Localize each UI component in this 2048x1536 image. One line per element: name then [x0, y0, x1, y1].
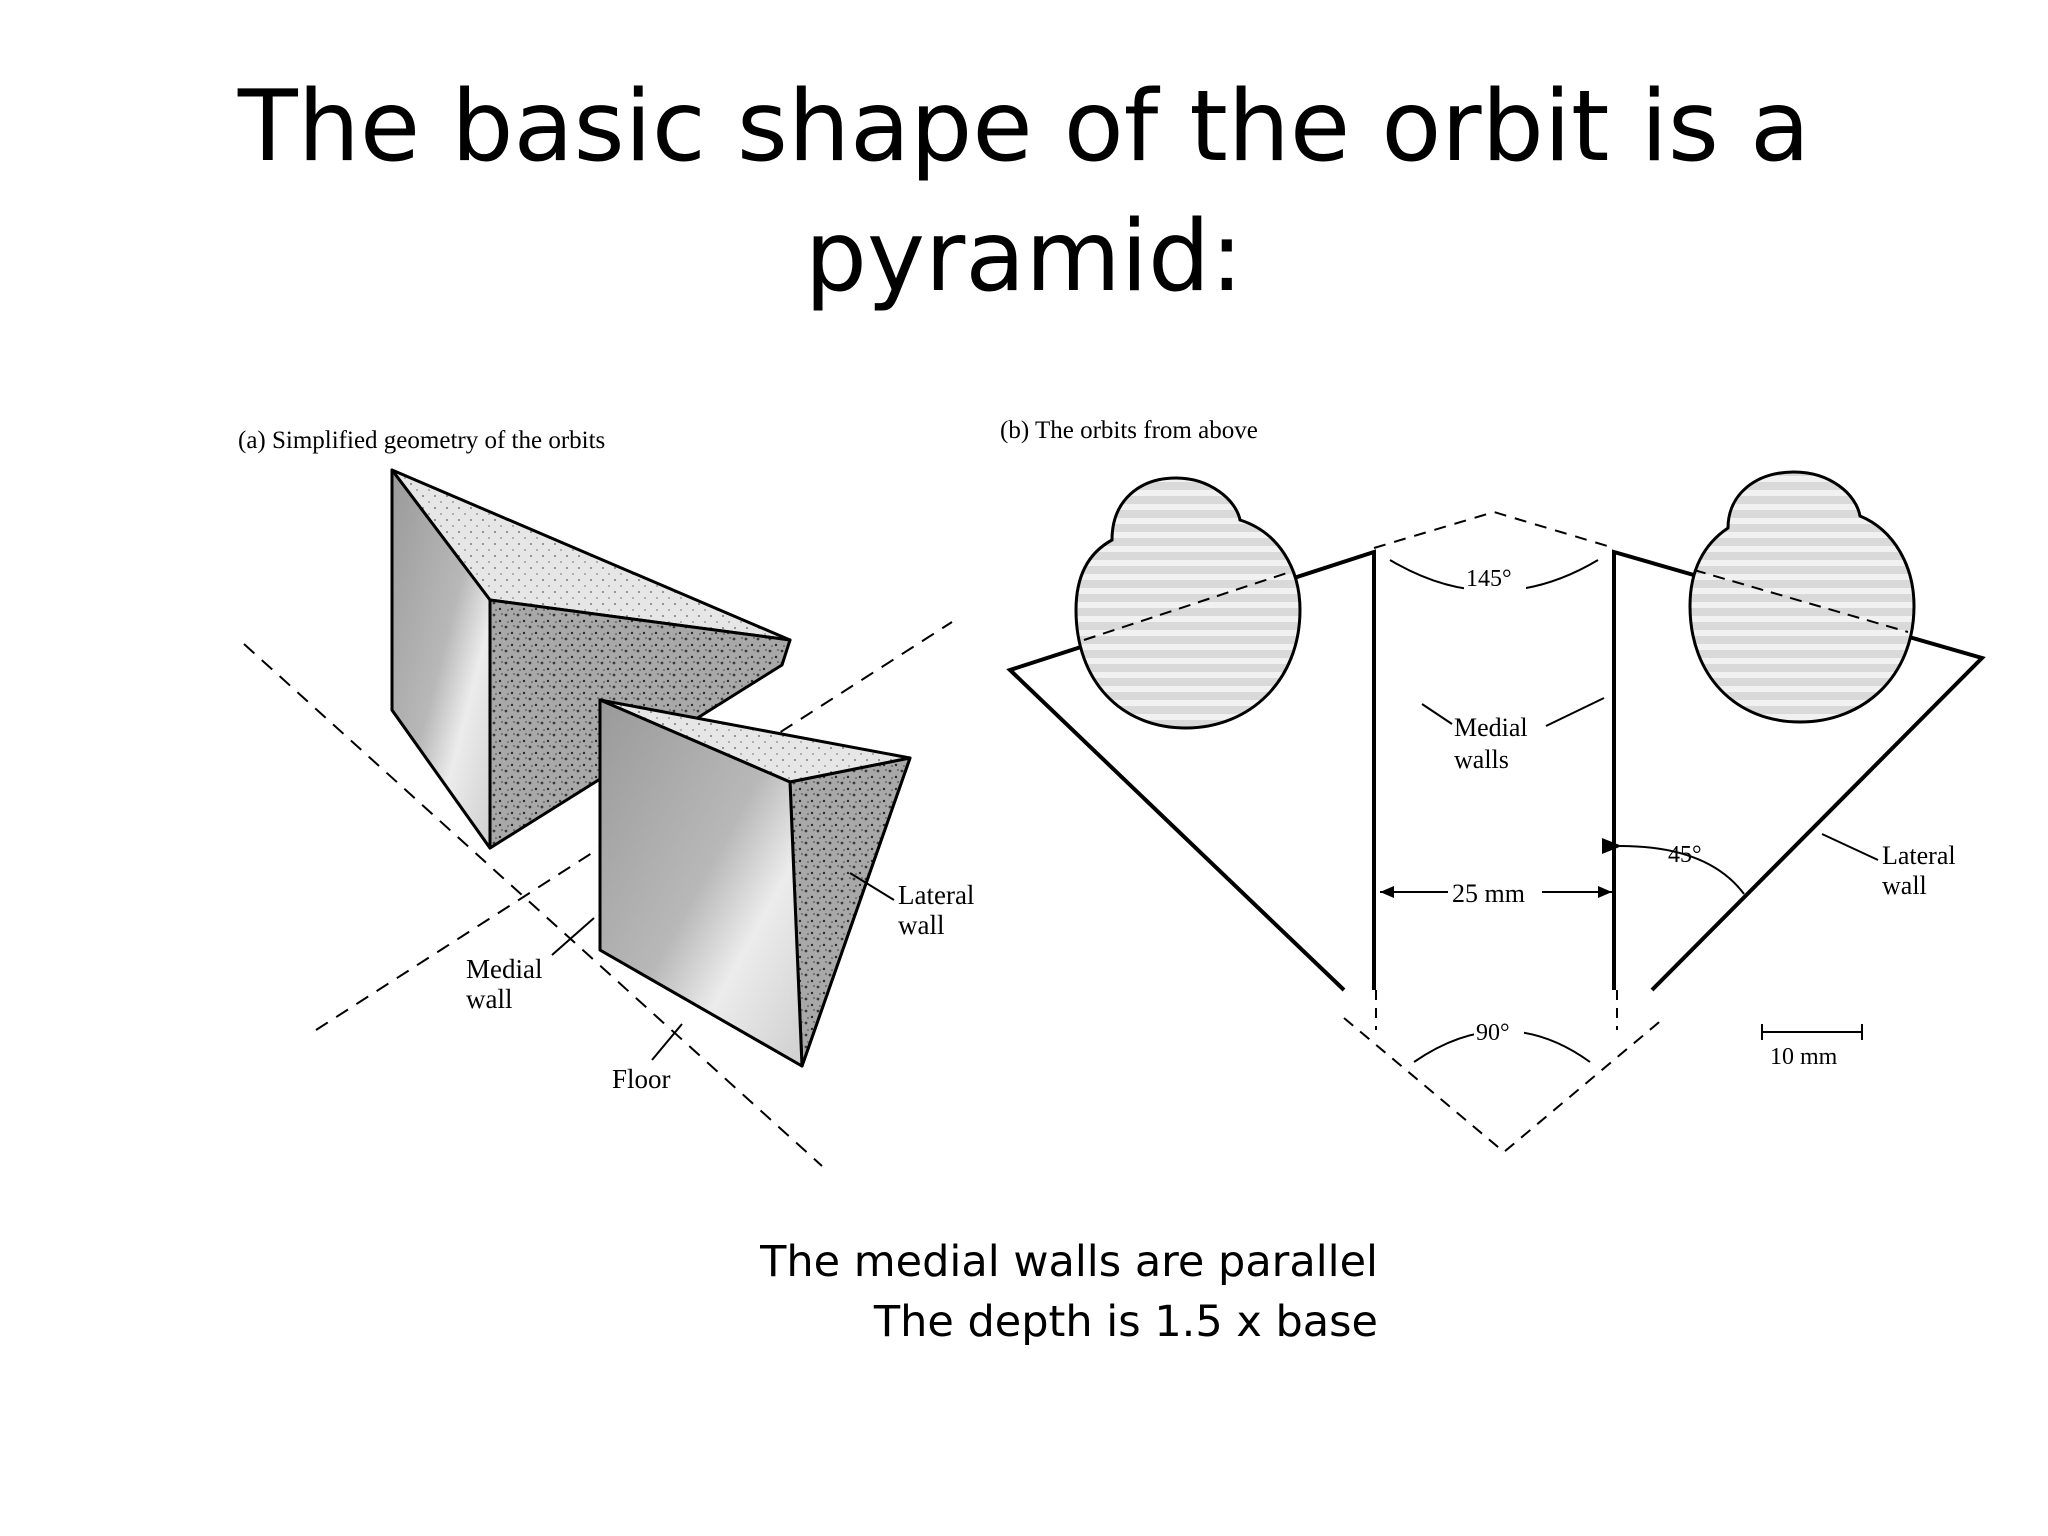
panel-b-lateral-leader: [1821, 833, 1879, 861]
slide-notes: The medial walls are parallel The depth …: [0, 1232, 1378, 1352]
angle-145-label: 145°: [1466, 566, 1512, 592]
medial-walls-label-line2: walls: [1454, 745, 1509, 774]
panel-a-axis-line: [243, 643, 823, 1167]
angle-45-label: 45°: [1668, 842, 1702, 868]
panel-b-lateral-wall-line1: Lateral: [1882, 841, 1956, 870]
front-orbit-pyramid: [598, 698, 912, 1068]
medial-wall-label-line2: wall: [466, 984, 513, 1014]
left-eyeball: [1074, 476, 1302, 730]
lateral-wall-label-line1: Lateral: [898, 880, 974, 910]
width-label-bg: [1448, 876, 1542, 908]
title-line-2: pyramid:: [804, 200, 1244, 314]
panel-a-caption: (a) Simplified geometry of the orbits: [238, 427, 605, 454]
lateral-wall-leader: [849, 872, 895, 901]
angle-145-bg: [1464, 560, 1526, 592]
scale-bar: [1761, 1024, 1863, 1040]
panel-b-caption: (b) The orbits from above: [1000, 417, 1258, 444]
medial-wall-leader: [551, 917, 595, 956]
right-eyeball: [1688, 470, 1916, 724]
scale-label: 10 mm: [1770, 1044, 1838, 1070]
slide-title: The basic shape of the orbit is a pyrami…: [0, 62, 2048, 322]
medial-walls-label-line1: Medial: [1454, 713, 1528, 742]
lateral-wall-label-line2: wall: [898, 910, 945, 940]
medial-wall-label-line1: Medial: [466, 954, 542, 984]
angle-90-label: 90°: [1476, 1020, 1510, 1046]
width-label: 25 mm: [1452, 879, 1525, 908]
panel-b-lateral-wall-line2: wall: [1882, 871, 1927, 900]
top-dashed-triangle: [1373, 510, 1615, 549]
medial-walls-leader-right: [1545, 697, 1605, 727]
medial-walls-leader-left: [1421, 703, 1453, 725]
notes-line-1: The medial walls are parallel: [760, 1237, 1378, 1287]
floor-leader: [651, 1023, 683, 1061]
angle-45-arc: [1601, 837, 1745, 895]
angle-90-bg: [1474, 1016, 1524, 1044]
title-line-1: The basic shape of the orbit is a: [237, 70, 1811, 184]
panel-a-axis-line: [315, 621, 953, 1031]
bottom-dashed-v: [1343, 1017, 1665, 1154]
floor-label: Floor: [612, 1064, 671, 1094]
notes-line-2: The depth is 1.5 x base: [873, 1297, 1378, 1347]
